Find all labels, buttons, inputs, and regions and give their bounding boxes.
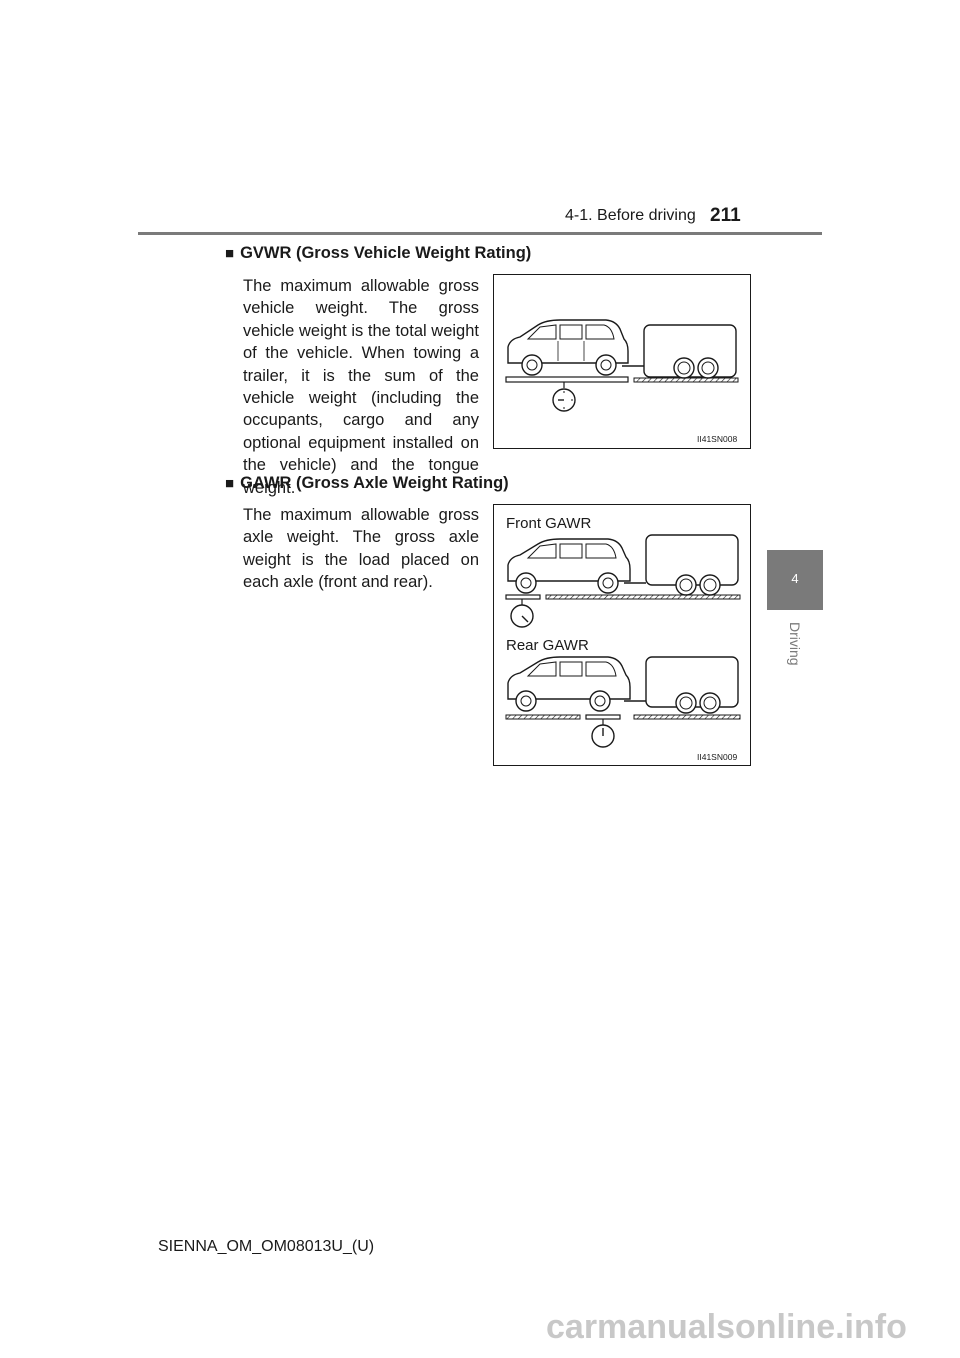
- header-rule: [138, 232, 822, 235]
- chapter-tab[interactable]: 4: [767, 550, 823, 610]
- gawr-heading-text: GAWR (Gross Axle Weight Rating): [240, 474, 509, 492]
- gawr-figure-code: II41SN009: [697, 752, 738, 762]
- watermark-logo: carmanualsonline.info: [546, 1308, 907, 1346]
- gawr-figure: Front GAWR Rear GAWR: [493, 504, 751, 766]
- page-number: 211: [710, 205, 741, 226]
- gvwr-figure: II41SN008: [493, 274, 751, 449]
- gvwr-heading: ■ GVWR (Gross Vehicle Weight Rating): [225, 244, 531, 263]
- chapter-number: 4: [791, 571, 799, 586]
- gawr-illustration: [505, 534, 741, 748]
- rear-gawr-label: Rear GAWR: [506, 637, 589, 654]
- section-title: 4-1. Before driving: [565, 207, 696, 224]
- bullet-icon: ■: [225, 475, 235, 492]
- document-id: SIENNA_OM_OM08013U_(U): [158, 1238, 375, 1255]
- gvwr-body: The maximum allowable gross vehicle weig…: [243, 277, 479, 497]
- gawr-body: The maximum allowable gross axle weight.…: [243, 506, 479, 592]
- gvwr-figure-code: II41SN008: [697, 434, 738, 444]
- gawr-heading: ■ GAWR (Gross Axle Weight Rating): [225, 474, 509, 493]
- gvwr-heading-text: GVWR (Gross Vehicle Weight Rating): [240, 244, 532, 262]
- gvwr-illustration: [505, 319, 739, 412]
- front-gawr-label: Front GAWR: [506, 515, 592, 532]
- bullet-icon: ■: [225, 245, 235, 262]
- chapter-title: Driving: [787, 622, 803, 666]
